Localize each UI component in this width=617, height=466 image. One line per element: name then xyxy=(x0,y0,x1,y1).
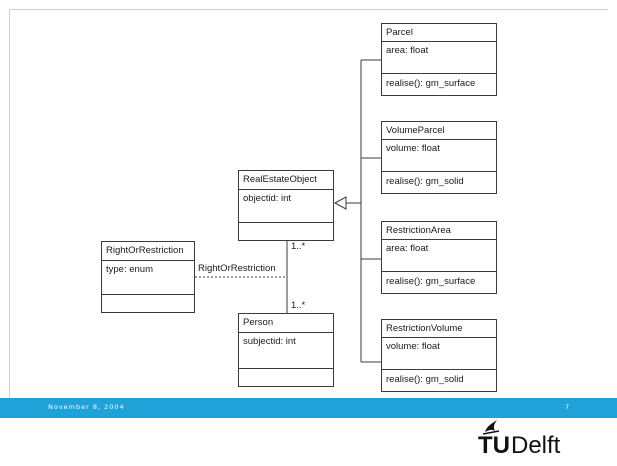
logo-delft-text: Delft xyxy=(511,432,561,459)
class-operation: realise(): gm_solid xyxy=(386,374,464,385)
class-attribute: area: float xyxy=(382,42,496,74)
class-volume-parcel: VolumeParcel volume: float realise(): gm… xyxy=(381,121,497,194)
class-name: RestrictionVolume xyxy=(382,320,496,338)
class-name: RightOrRestriction xyxy=(102,242,194,261)
multiplicity-top: 1..* xyxy=(291,241,306,252)
class-attribute: volume: float xyxy=(382,338,496,370)
class-operation: realise(): gm_surface xyxy=(386,78,476,89)
class-name: Parcel xyxy=(382,24,496,42)
class-name: VolumeParcel xyxy=(382,122,496,140)
class-operation: realise(): gm_surface xyxy=(386,276,476,287)
class-name: RestrictionArea xyxy=(382,222,496,240)
class-parcel: Parcel area: float realise(): gm_surface xyxy=(381,23,497,96)
class-operation: realise(): gm_solid xyxy=(386,176,464,187)
logo-tu-text: TU xyxy=(478,432,510,459)
class-attribute: area: float xyxy=(382,240,496,272)
tudelft-logo: TU Delft xyxy=(478,418,588,460)
footer-date: November 8, 2004 xyxy=(48,403,125,411)
class-operation xyxy=(239,223,333,240)
association-label: RightOrRestriction xyxy=(198,263,276,274)
class-restriction-volume: RestrictionVolume volume: float realise(… xyxy=(381,319,497,392)
slide-frame-left xyxy=(9,9,10,398)
class-attribute: subjectid: int xyxy=(239,333,333,369)
slide-frame-top xyxy=(9,9,608,10)
class-person: Person subjectid: int xyxy=(238,313,334,387)
multiplicity-bottom: 1..* xyxy=(291,300,306,311)
class-name: Person xyxy=(239,314,333,333)
class-attribute: type: enum xyxy=(102,261,194,295)
footer-page-number: 7 xyxy=(565,403,570,411)
class-attribute: objectid: int xyxy=(239,190,333,223)
class-attribute: volume: float xyxy=(382,140,496,172)
class-restriction-area: RestrictionArea area: float realise(): g… xyxy=(381,221,497,294)
flame-icon xyxy=(482,420,500,435)
generalization-arrowhead xyxy=(333,196,347,210)
class-real-estate-object: RealEstateObject objectid: int xyxy=(238,170,334,241)
class-name: RealEstateObject xyxy=(239,171,333,190)
footer-bar xyxy=(0,398,617,418)
class-right-or-restriction: RightOrRestriction type: enum xyxy=(101,241,195,313)
class-operation xyxy=(102,295,194,312)
class-operation xyxy=(239,369,333,386)
